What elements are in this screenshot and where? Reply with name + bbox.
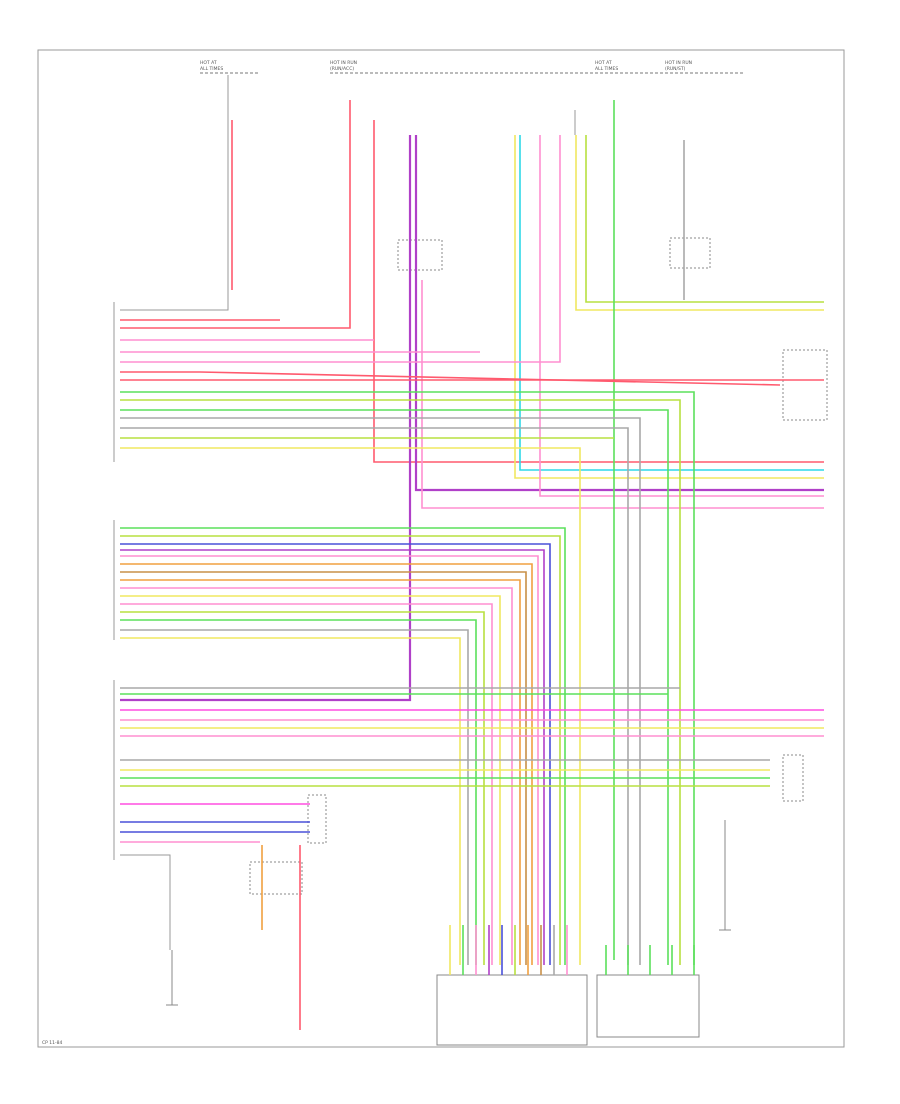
diagram-frame [37,49,845,1048]
hot-at-all-times-label-1: HOT AT [200,60,217,66]
connector-box-right [596,974,700,1038]
hot-at-all-times-label-1b: ALL TIMES [200,66,223,72]
splice-box-2 [669,237,711,269]
wire-gray-25 [120,417,641,965]
switch-box-lower-right [782,754,804,802]
hot-at-all-times-label-2b: ALL TIMES [595,66,618,72]
splice-box-1 [397,239,443,271]
wire-pink-39 [120,603,493,965]
wire-group [120,75,824,1030]
wire-green-29 [120,527,566,965]
wire-lime-40 [120,611,485,965]
wire-orange-36 [120,579,521,965]
wire-green-24 [120,409,669,965]
wire-blue-31 [120,543,551,965]
switch-box-right [782,349,828,421]
wire-pink-8 [421,280,824,509]
wire-yellow-43 [120,637,461,965]
connector-box-mid [436,974,588,1046]
ground-symbol-right [719,820,731,931]
ground-symbol-left [166,950,178,1006]
wire-yellow-28 [120,447,581,965]
wire-red-4 [373,120,824,463]
switch-box-mid [307,794,327,844]
power-source-labels: HOT AT ALL TIMES HOT IN RUN (RUN/ACC) HO… [200,60,692,72]
wire-pink-12 [120,135,561,363]
wire-pink-11 [539,135,824,497]
connector-box-left [249,861,303,895]
wire-lime-23 [120,399,681,965]
wire-purple-32 [120,549,545,965]
wire-pink-37 [120,587,513,965]
wire-red-20 [120,371,781,386]
hot-in-run-label-1: HOT IN RUN [330,60,357,66]
wire-yellow-38 [120,595,501,965]
hot-in-run-label-2: HOT IN RUN [665,60,692,66]
wire-thin-60 [120,854,171,950]
wire-brown-35 [120,571,527,965]
wire-yellow-13 [575,135,824,311]
wire-purple-6 [120,135,412,702]
wire-green-22 [120,391,695,965]
hot-in-run-label-1b: (RUN/ACC) [330,66,354,72]
wire-yellow-10 [514,135,824,479]
wire-purple-7 [414,135,824,492]
wire-cyan-9 [519,135,824,471]
wire-pink-33 [120,555,539,965]
wire-green-41 [120,619,477,965]
wire-lime-30 [120,535,561,965]
wire-gray-42 [120,629,469,965]
hot-at-all-times-label-2: HOT AT [595,60,612,66]
wire-orange-34 [120,563,533,965]
wire-red-3 [120,100,351,329]
footer-code: CP 11-84 [42,1040,62,1046]
wire-lime-14 [585,135,824,303]
wire-thin-1 [120,75,229,311]
hot-in-run-label-2b: (RUN/ST) [665,66,686,72]
